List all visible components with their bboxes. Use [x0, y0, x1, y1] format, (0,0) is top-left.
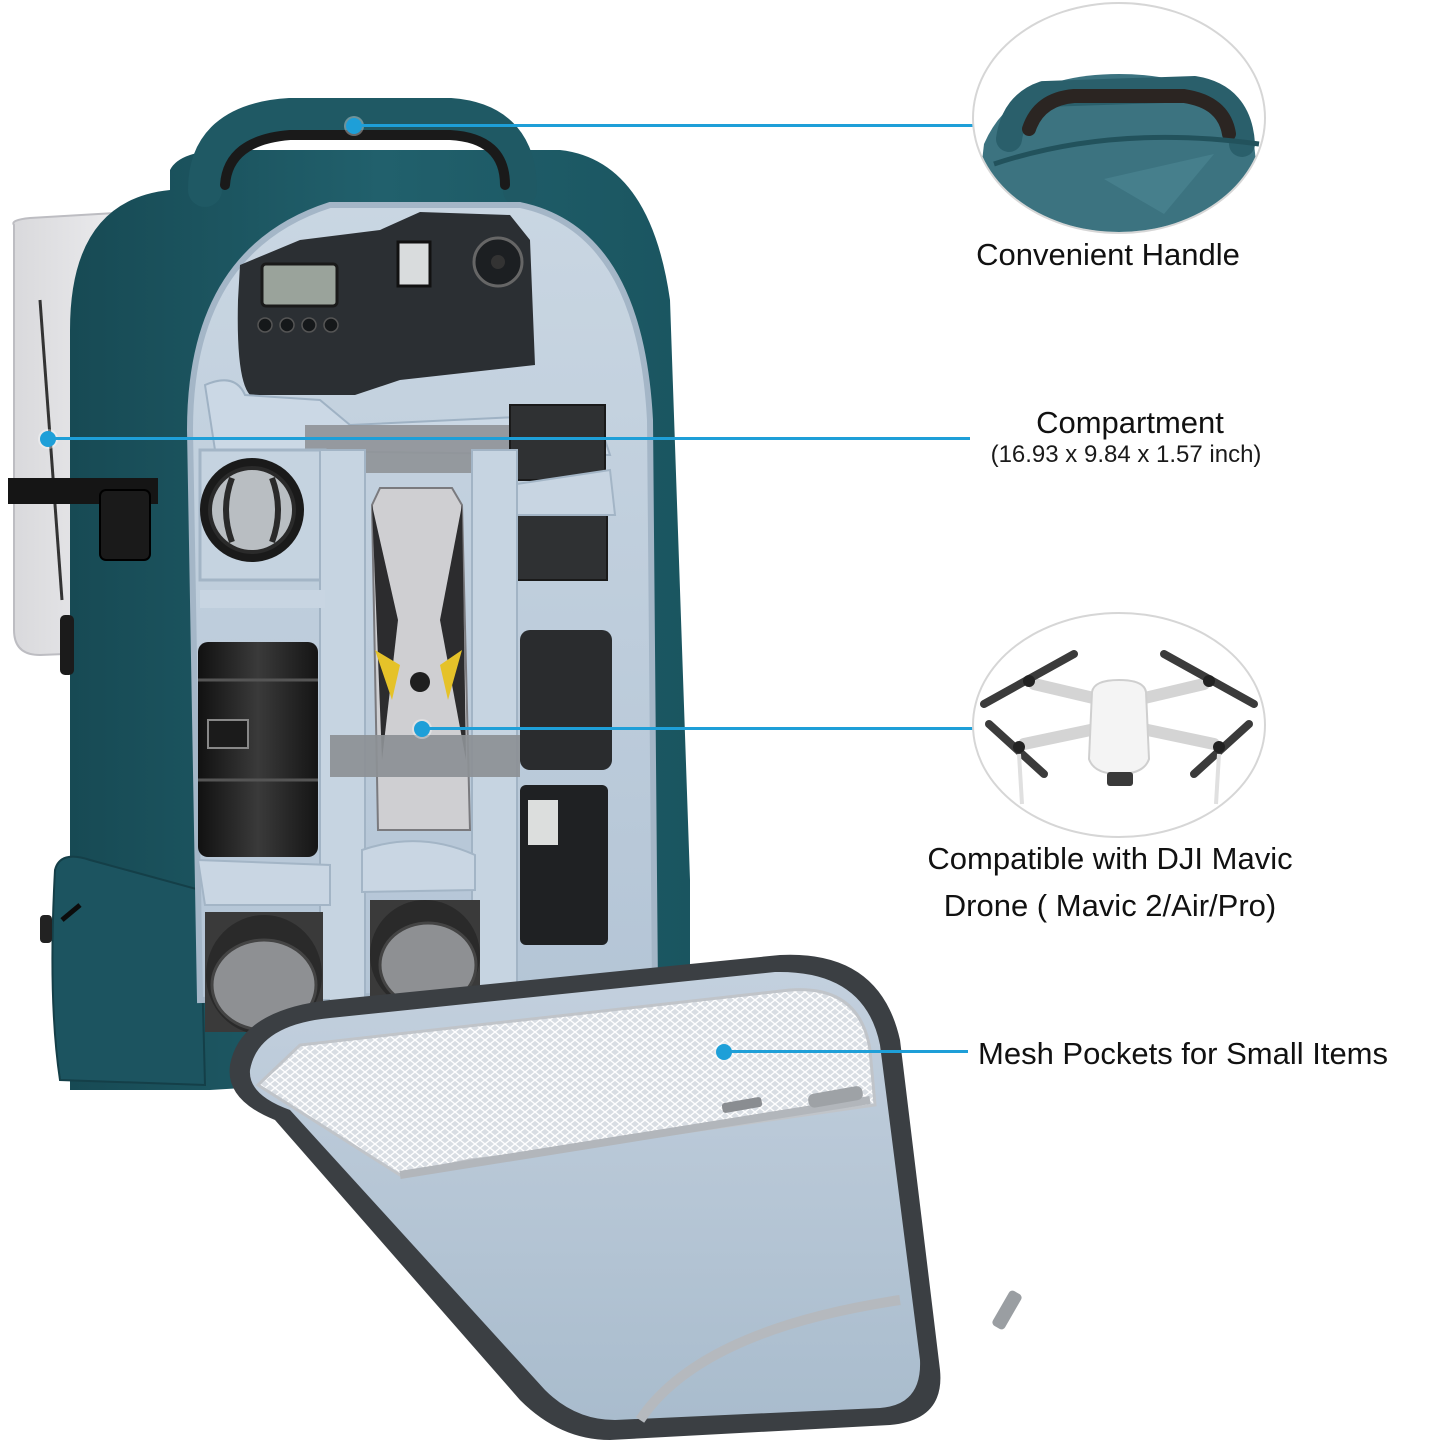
compartment-label: Compartment	[1036, 405, 1224, 440]
drone-label-line2: Drone ( Mavic 2/Air/Pro)	[943, 888, 1277, 923]
handle-label: Convenient Handle	[976, 237, 1240, 272]
compartment-dimensions: (16.93 x 9.84 x 1.57 inch)	[990, 441, 1262, 468]
drone-label-line1: Compatible with DJI Mavic	[927, 841, 1293, 876]
drone-leader-line	[422, 727, 974, 730]
mesh-label: Mesh Pockets for Small Items	[978, 1036, 1389, 1071]
drone-icon	[980, 650, 1258, 805]
handle-leader-line	[354, 124, 976, 127]
mesh-leader-line	[724, 1050, 968, 1053]
drone-inset	[972, 612, 1266, 838]
handle-closeup-icon	[974, 74, 1264, 232]
compartment-leader-line	[48, 437, 970, 440]
handle-closeup-inset	[972, 2, 1266, 234]
